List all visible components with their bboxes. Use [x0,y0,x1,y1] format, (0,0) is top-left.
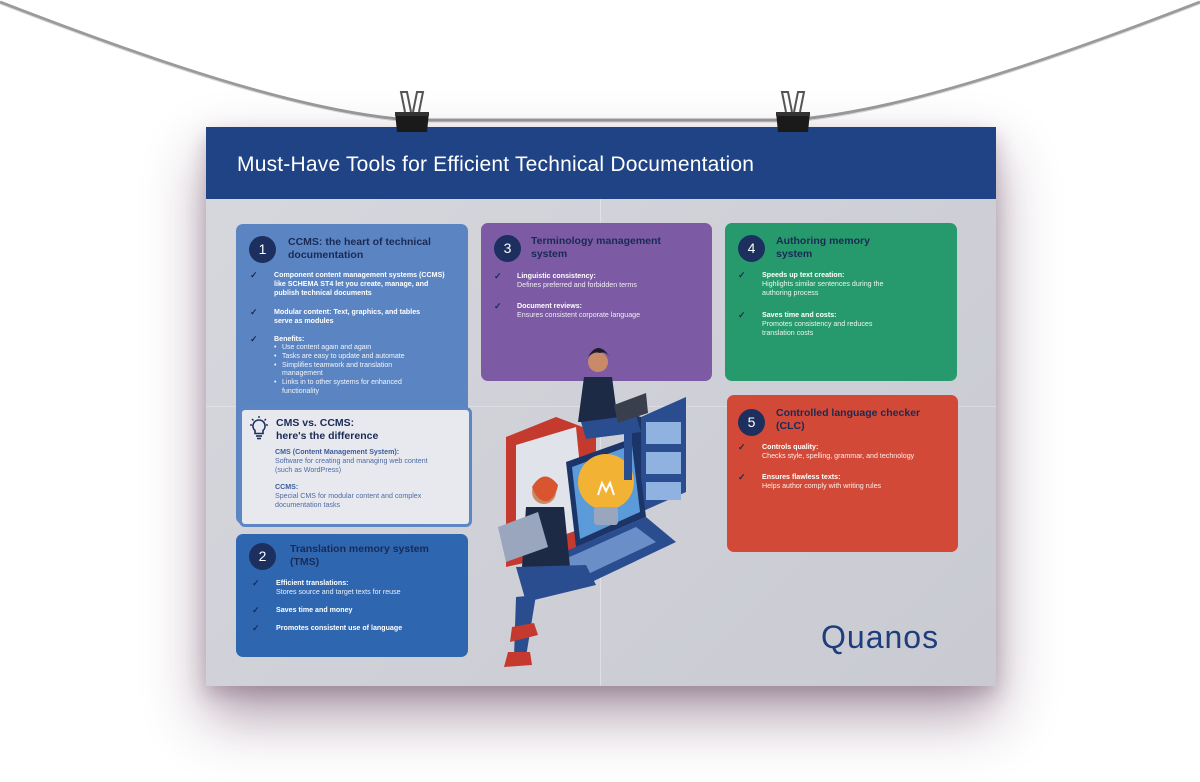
item-label: Saves time and money [276,606,353,614]
checkmark-icon: ✓ [738,310,746,320]
card-title-line: system [531,248,568,260]
card-tms: 2 Translation memory system (TMS) ✓ Effi… [236,534,468,657]
ccms-label: CCMS: [275,483,299,491]
card-title-line: CCMS: the heart of technical [288,236,431,248]
card-item: Modular content: Text, graphics, and tab… [274,308,420,326]
benefits-list: Use content again and again Tasks are ea… [274,344,434,397]
cms-box-title-line: CMS vs. CCMS: [276,417,355,429]
benefits-label: Benefits: [274,335,305,343]
ccms-definition: CCMS: Special CMS for modular content an… [275,483,421,511]
item-desc: Ensures consistent corporate language [517,311,641,320]
fold-line-vertical [600,199,601,686]
item-text: like SCHEMA ST4 let you create, manage, … [274,280,429,289]
cms-box-title-line: here's the difference [276,430,379,442]
card-item: Speeds up text creation: Highlights simi… [762,271,883,299]
illustration-people-with-laptops [498,348,686,667]
card-title: Terminology management system [531,235,661,261]
card-item: Efficient translations: Stores source an… [276,579,401,597]
checkmark-icon: ✓ [738,472,746,482]
card-title: CCMS: the heart of technical documentati… [288,236,431,262]
item-text: Modular content: Text, graphics, and tab… [274,308,421,316]
ccms-desc: documentation tasks [275,501,341,510]
lightbulb-icon [250,416,268,440]
poster-header: Must-Have Tools for Efficient Technical … [206,127,996,199]
checkmark-icon: ✓ [494,301,502,311]
card-title-line: system [776,248,813,260]
item-label: Efficient translations: [276,579,349,587]
item-label: Speeds up text creation: [762,271,845,279]
card-title-line: Authoring memory [776,235,870,247]
number-badge: 4 [738,235,765,262]
binder-clip-left [395,91,429,132]
checkmark-icon: ✓ [738,270,746,280]
list-item: Simplifies teamwork and translation mana… [274,362,434,380]
item-desc: Promotes consistency and reduces [762,320,873,329]
cms-box-title: CMS vs. CCMS: here's the difference [276,417,378,443]
cms-desc: Software for creating and managing web c… [275,457,428,466]
checkmark-icon: ✓ [252,605,260,615]
list-item: Use content again and again [274,344,434,353]
item-text: publish technical documents [274,289,372,298]
number-badge: 1 [249,236,276,263]
card-title-line: Translation memory system [290,543,429,555]
item-label: Saves time and costs: [762,311,837,319]
number-badge: 3 [494,235,521,262]
hanging-wire [0,0,1200,123]
card-item: Controls quality: Checks style, spelling… [762,443,914,461]
item-desc: Highlights similar sentences during the [762,280,884,289]
item-label: Document reviews: [517,302,583,310]
card-title: Controlled language checker (CLC) [776,407,920,433]
card-item: Linguistic consistency: Defines preferre… [517,272,637,290]
infographic-poster: Must-Have Tools for Efficient Technical … [206,127,996,686]
card-item: Document reviews: Ensures consistent cor… [517,302,640,320]
checkmark-icon: ✓ [252,578,260,588]
item-desc: Helps author comply with writing rules [762,482,882,491]
checkmark-icon: ✓ [494,271,502,281]
card-title: Translation memory system (TMS) [290,543,429,569]
card-item: Benefits: [274,335,304,344]
quanos-logo: Quanos [821,619,940,655]
number-badge: 5 [738,409,765,436]
card-item: Saves time and costs: Promotes consisten… [762,311,872,339]
item-label: Linguistic consistency: [517,272,596,280]
card-item: Component content management systems (CC… [274,271,445,299]
checkmark-icon: ✓ [738,442,746,452]
checkmark-icon: ✓ [250,334,258,344]
card-authoring-memory: 4 Authoring memory system ✓ Speeds up te… [725,223,957,381]
card-title-line: (TMS) [290,556,320,568]
item-desc: Stores source and target texts for reuse [276,588,401,597]
card-title-line: Controlled language checker [776,407,921,419]
item-text: Component content management systems (CC… [274,271,445,279]
item-desc: translation costs [762,329,814,338]
cms-desc: (such as WordPress) [275,466,342,475]
binder-clip-right [776,91,810,132]
item-label: Ensures flawless texts: [762,473,841,481]
card-title-line: (CLC) [776,420,805,432]
list-item: Links in to other systems for enhanced f… [274,379,434,397]
item-label: Promotes consistent use of language [276,624,403,632]
cms-label: CMS (Content Management System): [275,448,400,456]
item-label: Controls quality: [762,443,819,451]
checkmark-icon: ✓ [252,623,260,633]
cms-vs-ccms-box: CMS vs. CCMS: here's the difference CMS … [239,407,472,527]
cms-definition: CMS (Content Management System): Softwar… [275,448,428,476]
number-badge: 2 [249,543,276,570]
item-desc: authoring process [762,289,819,298]
poster-title: Must-Have Tools for Efficient Technical … [237,153,755,176]
card-language-checker: 5 Controlled language checker (CLC) ✓ Co… [727,395,958,552]
card-item: Promotes consistent use of language [276,624,402,633]
card-title-line: documentation [288,249,364,261]
card-title: Authoring memory system [776,235,870,261]
list-item: Tasks are easy to update and automate [274,353,434,362]
card-item: Saves time and money [276,606,353,615]
item-desc: Defines preferred and forbidden terms [517,281,637,290]
card-item: Ensures flawless texts: Helps author com… [762,473,881,491]
card-title-line: Terminology management [531,235,661,247]
checkmark-icon: ✓ [250,307,258,317]
ccms-desc: Special CMS for modular content and comp… [275,492,422,501]
item-text: serve as modules [274,317,334,326]
item-desc: Checks style, spelling, grammar, and tec… [762,452,915,461]
checkmark-icon: ✓ [250,270,258,280]
